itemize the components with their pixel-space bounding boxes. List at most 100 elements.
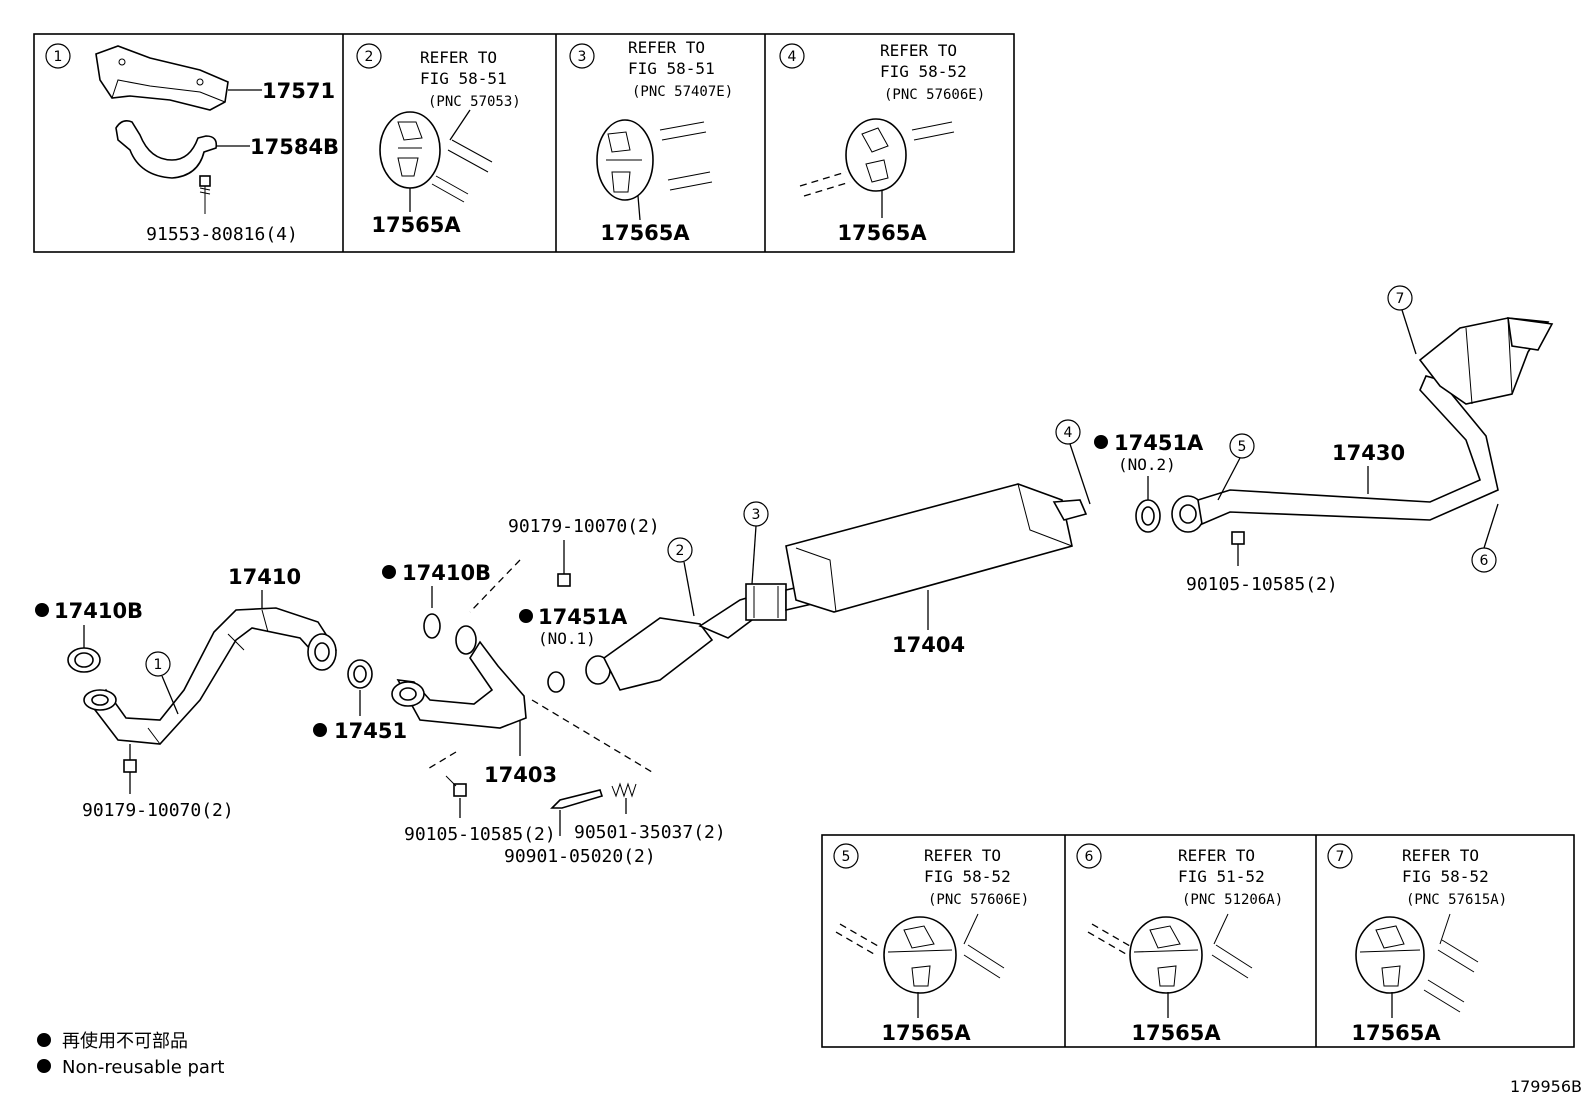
top-panels-frame [33,33,1015,253]
label-17565a-6: 17565A [1131,1021,1221,1045]
svg-text:7: 7 [1396,291,1405,307]
bolt-91553 [199,175,211,214]
svg-text:6: 6 [1085,849,1094,865]
callout-4: 4 [1055,419,1091,505]
panel-4-pnc: (PNC 57606E) [884,87,985,103]
hanger-17565a-7 [1355,916,1425,994]
gasket-17451a-no2: 17451A (NO.2) [1094,431,1204,533]
svg-text:6: 6 [1480,553,1489,569]
panel-6-number: 6 [1076,843,1102,869]
gasket-17451a-no1: 17451A (NO.1) [519,605,628,693]
svg-text:2: 2 [365,49,374,65]
panel-4-refer: REFER TO [880,41,957,60]
svg-text:90501-35037(2): 90501-35037(2) [574,822,726,843]
heat-insulator-17571 [95,45,229,111]
converter-pipe [585,582,813,691]
callout-1: 1 [145,651,179,715]
panel-5-refer: REFER TO [924,846,1001,865]
label-17565a-4: 17565A [837,221,927,245]
gasket-17451: 17451 [313,659,407,743]
legend-jp: 再使用不可部品 [62,1031,188,1052]
panel-6: 6 REFER TO FIG 51-52 (PNC 51206A) 17565A [1076,843,1283,1045]
svg-text:4: 4 [1064,425,1073,441]
svg-text:3: 3 [578,49,587,65]
bracket-17584b [115,120,218,179]
gasket-17410b-left: 17410B [35,599,143,673]
callout-6: 6 [1471,503,1499,573]
svg-text:17404: 17404 [892,633,965,657]
bottom-panels-frame [821,834,1575,1048]
svg-text:1: 1 [54,49,63,65]
svg-text:(NO.1): (NO.1) [538,629,596,648]
label-17565a-3: 17565A [600,221,690,245]
hanger-17565a-3 [596,119,654,201]
nut-90179-top: 90179-10070(2) [508,516,660,587]
svg-text:17451A: 17451A [1114,431,1204,455]
hanger-17565a-6 [1129,916,1203,994]
svg-text:90105-10585(2): 90105-10585(2) [1186,574,1338,595]
svg-text:1: 1 [154,657,163,673]
svg-text:17410: 17410 [228,565,301,589]
panel-4-number: 4 [779,43,805,69]
panel-4: 4 REFER TO FIG 58-52 (PNC 57606E) 17565A [779,41,985,245]
panel-5-fig: FIG 58-52 [924,867,1011,886]
svg-text:2: 2 [676,543,685,559]
panel-2: 2 REFER TO FIG 58-51 (PNC 57053) 17565A [356,43,521,237]
muffler-17404: 17404 [785,483,1088,657]
panel-1-number: 1 [45,43,71,69]
panel-3-pnc: (PNC 57407E) [632,84,733,100]
front-pipe-17410: 17410 90179-10070(2) [82,565,338,821]
callout-5: 5 [1217,433,1255,501]
panel-3: 3 REFER TO FIG 58-51 (PNC 57407E) 17565A [569,38,733,245]
svg-text:17403: 17403 [484,763,557,787]
label-17571: 17571 [262,79,335,103]
panel-7: 7 REFER TO FIG 58-52 (PNC 57615A) 17565A [1327,843,1507,1045]
legend-bullet-en [37,1059,51,1073]
panel-5: 5 REFER TO FIG 58-52 (PNC 57606E) 17565A [833,843,1029,1045]
svg-text:17410B: 17410B [402,561,491,585]
panel-2-number: 2 [356,43,382,69]
svg-text:7: 7 [1336,849,1345,865]
svg-text:90105-10585(2): 90105-10585(2) [404,824,556,845]
figure-code: 179956B [1510,1077,1582,1096]
panel-6-refer: REFER TO [1178,846,1255,865]
hanger-17565a-5 [883,916,957,994]
panel-7-fig: FIG 58-52 [1402,867,1489,886]
svg-text:17451A: 17451A [538,605,628,629]
spring-90501: 90501-35037(2) [574,782,726,843]
panel-3-fig: FIG 58-51 [628,59,715,78]
panel-5-pnc: (PNC 57606E) [928,892,1029,908]
svg-text:90179-10070(2): 90179-10070(2) [508,516,660,537]
legend-bullet-jp [37,1033,51,1047]
svg-text:17410B: 17410B [54,599,143,623]
panel-3-number: 3 [569,43,595,69]
panel-4-fig: FIG 58-52 [880,62,967,81]
panel-3-refer: REFER TO [628,38,705,57]
tail-pipe-17430: 17430 90105-10585(2) [1171,317,1554,595]
panel-7-pnc: (PNC 57615A) [1406,892,1507,908]
panel-1: 1 17571 17584B 91553-80816(4) [45,43,339,245]
label-17565a-5: 17565A [881,1021,971,1045]
svg-text:90901-05020(2): 90901-05020(2) [504,846,656,867]
bolt-90901: 90901-05020(2) [504,789,656,867]
svg-text:(NO.2): (NO.2) [1118,455,1176,474]
bolt-90105-left: 90105-10585(2) [404,775,556,845]
legend: 再使用不可部品 Non-reusable part [37,1031,224,1078]
hanger-17565a-4 [845,118,907,192]
callout-2: 2 [667,537,695,617]
legend-en: Non-reusable part [62,1057,224,1078]
panel-5-number: 5 [833,843,859,869]
label-17565a-7: 17565A [1351,1021,1441,1045]
label-17584b: 17584B [250,135,339,159]
panel-2-refer: REFER TO [420,48,497,67]
panel-7-refer: REFER TO [1402,846,1479,865]
gasket-17410b-mid: 17410B [382,561,491,639]
callout-3: 3 [743,501,769,585]
svg-text:3: 3 [752,507,761,523]
panel-2-fig: FIG 58-51 [420,69,507,88]
panel-7-number: 7 [1327,843,1353,869]
svg-text:17430: 17430 [1332,441,1405,465]
svg-text:5: 5 [842,849,851,865]
svg-text:4: 4 [788,49,797,65]
